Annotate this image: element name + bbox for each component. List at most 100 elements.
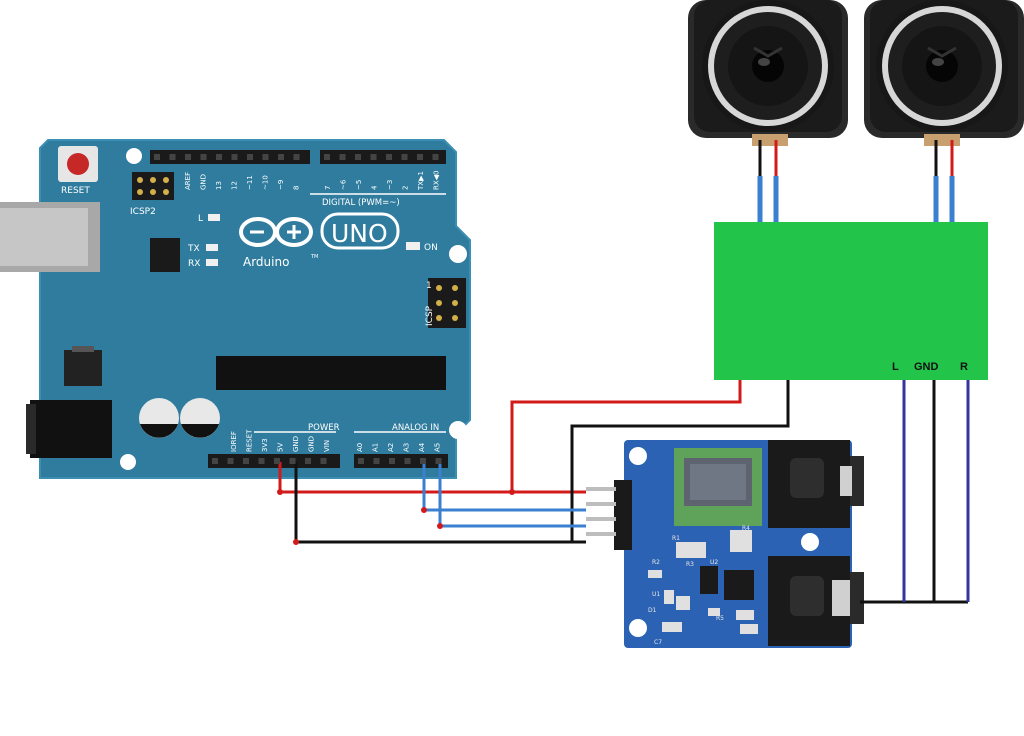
- audio-jack-icon: [768, 556, 864, 646]
- label-r1: R1: [672, 535, 680, 542]
- amp-pin-gnd-label: GND: [914, 361, 939, 373]
- power-pin-label-3: 5V: [277, 443, 285, 452]
- header-pin: [185, 154, 191, 160]
- digital-pin-label-2: 13: [215, 181, 223, 190]
- power-pin-label-2: 3V3: [261, 438, 269, 452]
- header-pin: [289, 458, 296, 464]
- header-pin: [293, 154, 300, 160]
- capacitor-2: [180, 398, 220, 438]
- header-pin: [339, 154, 346, 160]
- icsp-header: [428, 278, 466, 328]
- icsp2-label: ICSP2: [130, 207, 156, 217]
- digital-header-a: [150, 150, 310, 164]
- capacitor-1: [139, 398, 179, 438]
- header-pin: [404, 458, 411, 464]
- digital-pin-label-b-5: 2: [402, 186, 410, 190]
- atmega-chip: [216, 356, 446, 390]
- digital-pin-label-6: ~9: [277, 180, 285, 190]
- header-pin: [373, 458, 380, 464]
- header-pin: [227, 458, 234, 464]
- audio-jack-icon: [768, 440, 864, 528]
- led-rx: [206, 259, 218, 266]
- header-pin: [231, 154, 238, 160]
- header-pin: [320, 458, 327, 464]
- led-tx: [206, 244, 218, 251]
- header-pin: [262, 154, 269, 160]
- analog-pin-label-0: A0: [356, 443, 364, 452]
- header-pin: [386, 154, 392, 160]
- label-u1: U1: [652, 591, 660, 598]
- label-r2: R2: [652, 559, 660, 566]
- regulator-tab: [72, 346, 94, 352]
- power-pin-label-1: RESET: [246, 429, 254, 452]
- reset-button: [58, 146, 98, 182]
- label-c7: C7: [654, 639, 662, 646]
- uno-badge: [320, 212, 400, 250]
- digital-pin-label-7: 8: [293, 186, 301, 190]
- speaker-right: [864, 0, 1024, 146]
- led-on-label: ON: [424, 243, 438, 253]
- header-pin: [432, 154, 439, 160]
- usb-connector-icon: [0, 202, 100, 272]
- power-pin-label-5: GND: [308, 436, 316, 452]
- led-on: [406, 242, 420, 250]
- led-l: [208, 214, 220, 221]
- digital-pin-label-4: ~11: [246, 175, 254, 190]
- header-pin: [216, 154, 222, 160]
- power-pin-label-4: GND: [292, 436, 300, 452]
- analog-in-label: ANALOG IN: [392, 423, 439, 433]
- led-tx-label: TX: [187, 244, 200, 254]
- analog-pin-label-2: A2: [387, 443, 395, 452]
- digital-pin-label-b-1: ~6: [340, 179, 348, 190]
- label-r4: R4: [742, 525, 750, 532]
- header-pin: [435, 458, 442, 464]
- header-pin: [243, 458, 249, 464]
- digital-pin-label-b-6: TX▶1: [417, 171, 425, 191]
- brand-tm: TM: [310, 254, 318, 260]
- power-pin-label-6: VIN: [323, 440, 331, 452]
- led-l-label: L: [198, 214, 203, 224]
- amplifier-board: L GND R: [714, 222, 988, 380]
- power-label: POWER: [308, 423, 340, 433]
- usb-chip: [150, 238, 180, 272]
- digital-pin-label-b-4: ~3: [386, 180, 394, 190]
- digital-pin-label-b-0: 7: [324, 186, 332, 190]
- header-pin: [358, 458, 364, 464]
- digital-pin-label-b-7: RX◀0: [433, 171, 441, 191]
- digital-pin-label-3: 12: [231, 181, 239, 190]
- header-pin: [258, 458, 265, 464]
- digital-pin-label-1: GND: [200, 174, 208, 190]
- analog-pin-label-1: A1: [372, 443, 380, 452]
- digital-pin-label-b-2: ~5: [355, 180, 363, 190]
- header-pin: [389, 458, 395, 464]
- brand-label: Arduino: [243, 255, 289, 269]
- header-pin: [154, 154, 160, 160]
- header-pin: [401, 154, 408, 160]
- header-pin: [370, 154, 377, 160]
- header-pin: [278, 154, 284, 160]
- header-pin: [200, 154, 207, 160]
- label-r3: R3: [686, 561, 694, 568]
- regulator: [64, 350, 102, 386]
- uno-label: UNO: [331, 219, 388, 248]
- header-pin: [212, 458, 218, 464]
- wires: [277, 380, 970, 604]
- speaker-leads: [757, 140, 955, 224]
- speaker-left: [688, 0, 848, 146]
- header-pin: [305, 458, 311, 464]
- label-d1: D1: [648, 607, 657, 614]
- header-pin: [420, 458, 426, 464]
- digital-pin-label-0: AREF: [184, 172, 192, 190]
- led-rx-label: RX: [188, 259, 200, 269]
- icsp2-header: [132, 172, 174, 200]
- label-r5: R5: [716, 615, 724, 622]
- dc-jack-icon: [26, 400, 112, 458]
- reset-label: RESET: [61, 186, 90, 196]
- header-pin: [274, 458, 280, 464]
- header-pin: [247, 154, 253, 160]
